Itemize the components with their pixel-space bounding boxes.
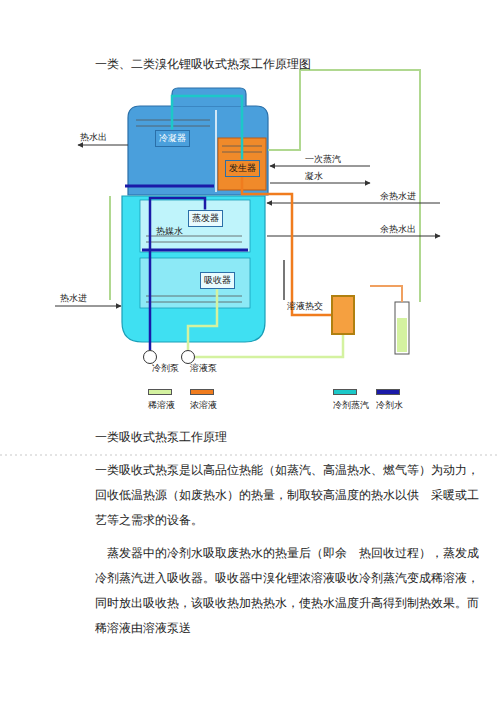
vessel-section-box: 发生器 bbox=[225, 160, 260, 177]
vessel-section-box: 蒸发器 bbox=[188, 210, 223, 227]
legend-text: 稀溶液 bbox=[148, 400, 175, 411]
pipe-connector bbox=[242, 177, 331, 316]
section-heading: 一类吸收式热泵工作原理 bbox=[95, 430, 227, 445]
legend-swatch bbox=[148, 389, 172, 395]
node-label: 溶液泵 bbox=[190, 363, 217, 374]
node-label: 吸收器 bbox=[204, 275, 231, 286]
flow-label: 热媒水 bbox=[156, 226, 183, 237]
legend-text: 冷剂水 bbox=[376, 400, 403, 411]
legend-text: 冷剂蒸汽 bbox=[333, 400, 369, 411]
flow-label: 余热水出 bbox=[380, 224, 416, 235]
pipe-connector bbox=[195, 335, 343, 357]
flow-label: 一次蒸汽 bbox=[305, 154, 341, 165]
flow-label: 凝水 bbox=[305, 171, 323, 182]
body-paragraph: 一类吸收式热泵是以高品位热能（如蒸汽、高温热水、燃气等）为动力，回收低温热源（如… bbox=[95, 458, 480, 533]
node-label: 蒸发器 bbox=[192, 213, 219, 224]
legend-swatch bbox=[333, 389, 357, 395]
body-paragraph: 蒸发器中的冷剂水吸取废热水的热量后（即余 热回收过程），蒸发成冷剂蒸汽进入吸收器… bbox=[95, 541, 480, 641]
pipe-connector bbox=[172, 96, 242, 160]
vessel-section-box: 冷凝器 bbox=[155, 130, 190, 147]
legend-text: 浓溶液 bbox=[190, 400, 217, 411]
flow-label: 余热水进 bbox=[380, 191, 416, 202]
pump-circle: 溶液泵 bbox=[181, 350, 195, 364]
node-label: 发生器 bbox=[229, 163, 256, 174]
node-label: 溶液热交 bbox=[287, 301, 323, 312]
heat-exchanger-box: 溶液热交 bbox=[331, 295, 355, 335]
legend-swatch bbox=[376, 389, 400, 395]
flow-label: 热水进 bbox=[60, 293, 87, 304]
diagram-title: 一类、二类溴化锂吸收式热泵工作原理图 bbox=[95, 57, 311, 71]
node-label: 冷剂泵 bbox=[152, 363, 179, 374]
legend-swatch bbox=[190, 389, 214, 395]
vessel-section-box: 吸收器 bbox=[200, 272, 235, 289]
flow-label: 热水出 bbox=[80, 132, 107, 143]
pipe-connector bbox=[188, 289, 217, 351]
pump-circle: 冷剂泵 bbox=[143, 350, 157, 364]
node-label: 冷凝器 bbox=[159, 133, 186, 144]
